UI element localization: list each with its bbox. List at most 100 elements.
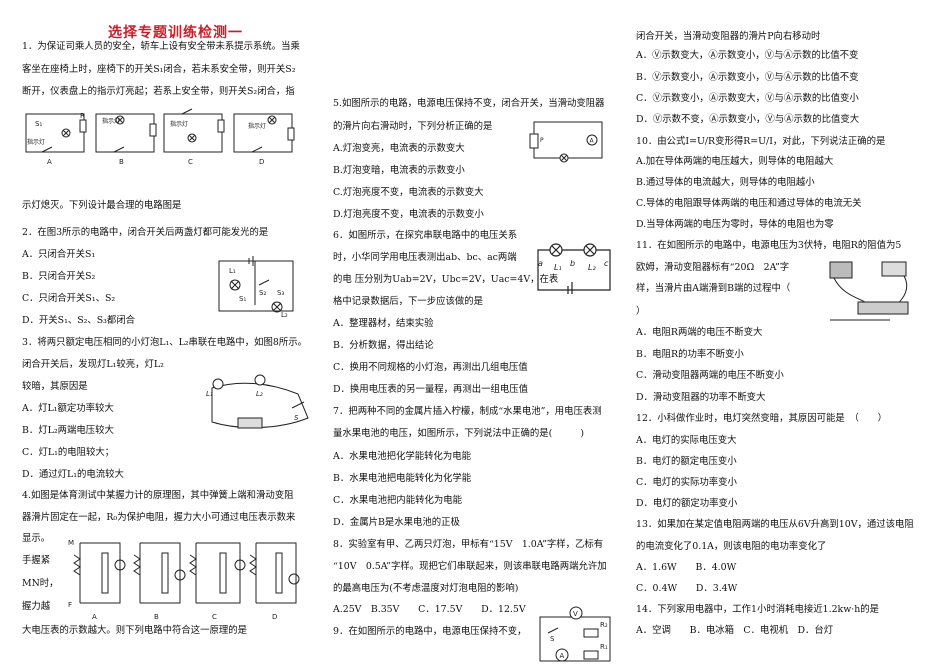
col2-line: 7．把两种不同的金属片插入柠檬，制成“水果电池”，用电压表测 — [333, 406, 602, 417]
col2-line: D．金属片B是水果电池的正极 — [333, 517, 460, 528]
q4-option-d-label: D — [272, 613, 277, 621]
col1-line: 示灯熄灭。下列设计最合理的电路图是 — [22, 200, 182, 211]
col1-line: 客坐在座椅上时，座椅下的开关S₁闭合，若未系安全带，则开关S₂ — [22, 64, 296, 75]
col3-line: 的电流变化了0.1A，则该电阻的电功率变化了 — [636, 541, 827, 552]
page-title: 选择专题训练检测一 — [108, 25, 243, 41]
col2-line: A．整理器材，结束实验 — [333, 318, 434, 329]
col2-line: 6．如图所示，在探究串联电路中的电压关系 — [333, 230, 518, 241]
col1-line: C．只闭合开关S₁、S₂ — [22, 293, 116, 304]
col2-line: A.25V B.35V C．17.5V D．12.5V — [333, 604, 526, 615]
q9-circuit-figure: V S R₂ A R₁ — [532, 605, 616, 669]
col1-line: 闭合开关后，发现灯L₁较亮，灯L₂ — [22, 359, 164, 370]
col3-line: 10．由公式I=U/R变形得R=U/I，对此，下列说法正确的是 — [636, 136, 886, 147]
col3-line: B．电阻R的功率不断变小 — [636, 349, 744, 360]
q4-m-label: M — [68, 539, 74, 547]
col3-line: C．电灯的实际功率变小 — [636, 477, 737, 488]
q9-switch-label: S — [550, 635, 555, 643]
q6-a-label: a — [538, 259, 543, 268]
q9-voltmeter-label: V — [573, 610, 578, 618]
q2-s3-label: S₃ — [277, 289, 284, 297]
q6-l2-label: L₂ — [588, 263, 596, 272]
q4-option-b-label: B — [154, 613, 159, 621]
q1-option-d-label: D — [259, 158, 264, 166]
q9-ammeter-label: A — [560, 652, 565, 660]
q4-circuit-d — [249, 542, 300, 604]
col3-line: D．Ⓥ示数不变，Ⓐ示数变小，Ⓥ与Ⓐ示数的比值变大 — [636, 114, 860, 125]
col3-line: 11．在如图所示的电路中，电源电压为3伏特，电阻R的阻值为5 — [636, 240, 902, 251]
col3-line: B．电灯的额定电压变小 — [636, 456, 737, 467]
q9-r2-label: R₂ — [600, 621, 608, 629]
col3-line: B．Ⓥ示数变小，Ⓐ示数变小，Ⓥ与Ⓐ示数的比值不变 — [636, 72, 859, 83]
col3-line: A．1.6W B．4.0W — [636, 562, 737, 573]
col2-line: D.灯泡亮度不变，电流表的示数变小 — [333, 209, 484, 220]
q4-option-c-label: C — [212, 613, 217, 621]
col2-line: A．水果电池把化学能转化为电能 — [333, 451, 472, 462]
col1-line: B．只闭合开关S₂ — [22, 271, 96, 282]
col2-line: 的滑片向右滑动时，下列分析正确的是 — [333, 121, 493, 132]
q2-l1-label: L₁ — [229, 267, 236, 275]
col1-line: MN时， — [22, 578, 59, 589]
col1-line: 3．将两只额定电压相同的小灯泡L₁、L₂串联在电路中，如图8所示。 — [22, 337, 308, 348]
svg-text:指示灯: 指示灯 — [27, 138, 45, 146]
q4-circuit-b — [133, 542, 186, 604]
col3-line: D．滑动变阻器的功率不断变大 — [636, 392, 766, 403]
col1-line: A．只闭合开关S₁ — [22, 249, 96, 260]
q3-s-label: S — [294, 414, 299, 422]
svg-text:R: R — [80, 112, 85, 120]
q4-circuit-c — [189, 542, 246, 604]
q6-b-label: b — [570, 259, 575, 268]
q4-circuit-figures: M F A B C D — [66, 535, 302, 625]
col2-line: B.灯泡变暗，电流表的示数变小 — [333, 165, 465, 176]
col3-line: C．滑动变阻器两端的电压不断变小 — [636, 370, 784, 381]
col1-line: 手握紧 — [22, 555, 51, 566]
col2-line: C．换用不同规格的小灯泡，再测出几组电压值 — [333, 362, 528, 373]
col1-line: 断开，仪表盘上的指示灯亮起；若系上安全带，则开关S₂闭合，指 — [22, 86, 295, 97]
q2-s2-label: S₂ — [259, 289, 266, 297]
col2-line: 时，小华同学用电压表测出ab、bc、ac两端 — [333, 252, 517, 263]
col3-line: D．电灯的额定功率变小 — [636, 498, 738, 509]
col3-line: A．电阻R两端的电压不断变大 — [636, 327, 763, 338]
col2-line: 9．在如图所示的电路中，电源电压保持不变， — [333, 626, 527, 637]
col3-line: 样，当滑片由A端滑到B端的过程中（ — [636, 283, 791, 294]
q6-l1-label: L₁ — [554, 263, 562, 272]
col3-line: C.导体的电阻跟导体两端的电压和通过导体的电流无关 — [636, 198, 862, 209]
col1-line: 大电压表的示数越大。则下列电路中符合这一原理的是 — [22, 625, 248, 636]
col2-line: “10V 0.5A”字样。现把它们串联起来，则该串联电路两端允许加 — [333, 561, 607, 572]
col3-line: 欧姆，滑动变阻器标有“20Ω 2A”字 — [636, 262, 790, 273]
q2-circuit-figure: L₁ S₁ S₂ S₃ L₂ — [215, 255, 297, 317]
q1-option-b-label: B — [119, 158, 124, 166]
col2-line: C.灯泡亮度不变，电流表的示数变大 — [333, 187, 484, 198]
svg-text:指示灯: 指示灯 — [102, 117, 120, 125]
col2-line: 格中记录数据后，下一步应该做的是 — [333, 296, 484, 307]
col2-line: B．分析数据，得出结论 — [333, 340, 434, 351]
q11-circuit-figure — [824, 258, 924, 328]
col2-line: A.灯泡变亮，电流表的示数变大 — [333, 143, 465, 154]
col1-line: 较暗，其原因是 — [22, 381, 88, 392]
svg-text:指示灯: 指示灯 — [248, 122, 266, 130]
col3-line: 12．小科做作业时，电灯突然变暗，其原因可能是 （ ） — [636, 413, 887, 424]
col1-line: 4.如图是体育测试中某握力计的原理图，其中弹簧上端和滑动变阻 — [22, 490, 294, 501]
col2-line: B．水果电池把电能转化为化学能 — [333, 473, 472, 484]
col1-line: 1．为保证司乘人员的安全，轿车上设有安全带未系提示系统。当乘 — [22, 41, 300, 52]
q4-f-label: F — [68, 601, 72, 609]
q3-l2-label: L₂ — [256, 390, 263, 398]
q3-l1-label: L₁ — [206, 390, 213, 398]
col2-line: 5.如图所示的电路，电源电压保持不变，闭合开关，当滑动变阻器 — [333, 98, 605, 109]
col1-line: 2．在图3所示的电路中，闭合开关后两盏灯都可能发光的是 — [22, 227, 269, 238]
col1-line: 显示。 — [22, 533, 51, 544]
col1-line: D．通过灯L₁的电流较大 — [22, 469, 124, 480]
svg-text:S₁: S₁ — [35, 120, 42, 128]
svg-text:指示灯: 指示灯 — [170, 120, 188, 128]
col1-line: D．开关S₁、S₂、S₃都闭合 — [22, 315, 136, 326]
col1-line: A．灯L₁额定功率较大 — [22, 403, 114, 414]
col3-line: A．电灯的实际电压变大 — [636, 435, 737, 446]
col3-line: D.当导体两端的电压为零时，导体的电阻也为零 — [636, 219, 834, 230]
q5-ammeter-label: A — [590, 138, 595, 145]
col1-line: 握力越 — [22, 601, 51, 612]
col3-line: B.通过导体的电流越大，则导体的电阻越小 — [636, 177, 815, 188]
q5-slider-label: P — [540, 137, 544, 144]
q6-circuit-figure: a b c L₁ L₂ — [532, 236, 616, 294]
col3-line: 14．下列家用电器中，工作1小时消耗电接近1.2kw·h的是 — [636, 604, 880, 615]
col3-line: ） — [636, 306, 646, 317]
